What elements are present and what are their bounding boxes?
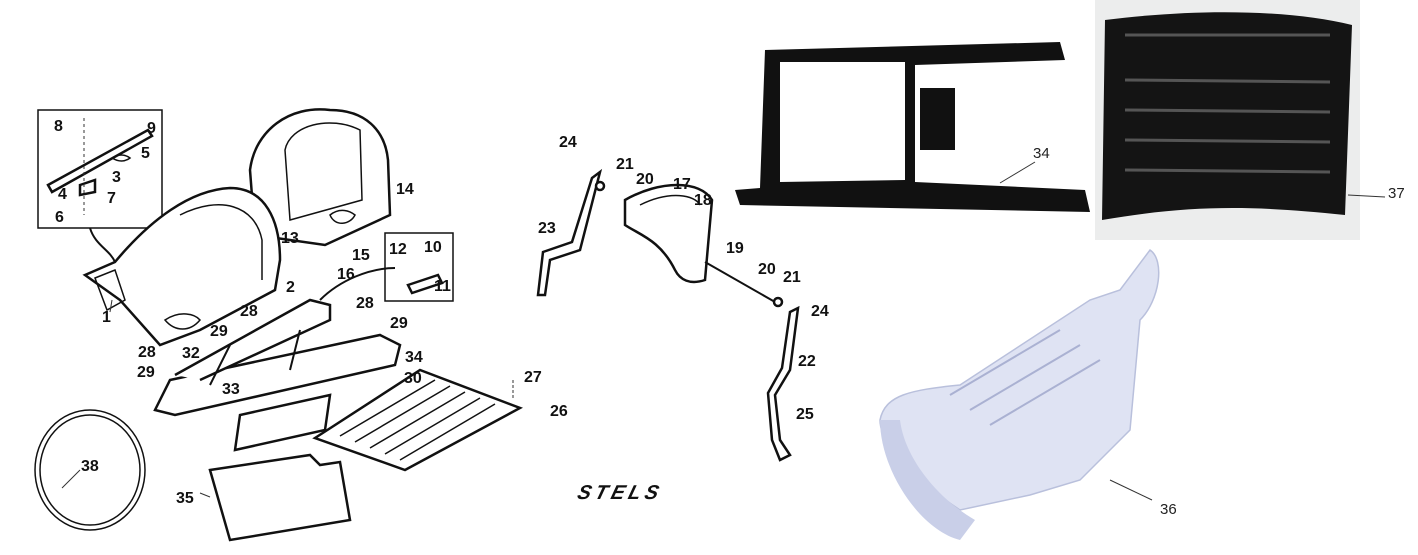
callout-25: 25 [796, 406, 814, 423]
callout-29b: 29 [390, 315, 408, 332]
callout-7: 7 [107, 190, 116, 207]
callout-11: 11 [434, 278, 451, 295]
detail-inset-hinge [37, 109, 163, 229]
callout-12: 12 [389, 241, 407, 258]
callout-1: 1 [102, 309, 111, 326]
callout-28: 28 [240, 303, 258, 320]
callout-29c: 29 [137, 364, 155, 381]
seat-assembly-drawing: 8 9 5 3 4 7 6 14 13 2 15 16 12 10 11 28 … [34, 108, 568, 542]
callout-15: 15 [352, 247, 370, 264]
photo-seat-frame: 34 [735, 42, 1090, 212]
callout-9: 9 [147, 120, 156, 137]
callout-18: 18 [694, 192, 712, 209]
callout-20b: 20 [758, 261, 776, 278]
callout-28b: 28 [356, 295, 374, 312]
callout-26: 26 [550, 403, 568, 420]
right-bracket [766, 305, 800, 462]
photo-callout-37: 37 [1388, 185, 1405, 202]
left-bracket [536, 168, 603, 297]
callout-13: 13 [281, 230, 299, 247]
photo-callout-36: 36 [1160, 501, 1177, 518]
callout-21b: 21 [783, 269, 801, 286]
callout-14: 14 [396, 181, 414, 198]
callout-34: 34 [405, 349, 423, 366]
hinge-bar [46, 128, 154, 194]
callout-17: 17 [673, 176, 691, 193]
rear-seat-cushion [248, 108, 392, 247]
callout-10: 10 [424, 239, 442, 256]
callout-5: 5 [141, 145, 150, 162]
callout-38: 38 [81, 458, 99, 475]
callout-33: 33 [222, 381, 240, 398]
callout-35: 35 [176, 490, 194, 507]
callout-16: 16 [337, 266, 355, 283]
seat-frame [153, 333, 402, 417]
callout-24b: 24 [811, 303, 829, 320]
stels-logo: STELS [575, 482, 665, 504]
callout-32: 32 [182, 345, 200, 362]
photo-floor-tray: 37 [1095, 0, 1405, 240]
callout-6: 6 [55, 209, 64, 226]
photo-seat-shell: 36 [879, 248, 1177, 540]
callout-29: 29 [210, 323, 228, 340]
backrest-rod [704, 261, 776, 303]
callout-27: 27 [524, 369, 542, 386]
callout-21: 21 [616, 156, 634, 173]
callout-3: 3 [112, 169, 121, 186]
floor-mat [208, 453, 352, 542]
detail-inset-latch [384, 232, 454, 302]
callout-2: 2 [286, 279, 295, 296]
callout-4: 4 [58, 186, 67, 203]
callout-22: 22 [798, 353, 816, 370]
front-seat-cushion [82, 186, 282, 347]
tray-photo [1102, 12, 1352, 220]
backrest-pad [623, 183, 714, 284]
callout-19: 19 [726, 240, 744, 257]
callout-30: 30 [404, 370, 422, 387]
callout-8: 8 [54, 118, 63, 135]
photo-callout-34: 34 [1033, 145, 1050, 162]
backrest-assembly-drawing: 24 21 20 17 18 23 19 20 21 24 22 25 STEL… [536, 134, 829, 504]
callout-23: 23 [538, 220, 556, 237]
seat-cable [34, 409, 146, 531]
callout-20: 20 [636, 171, 654, 188]
callout-28c: 28 [138, 344, 156, 361]
callout-24: 24 [559, 134, 577, 151]
